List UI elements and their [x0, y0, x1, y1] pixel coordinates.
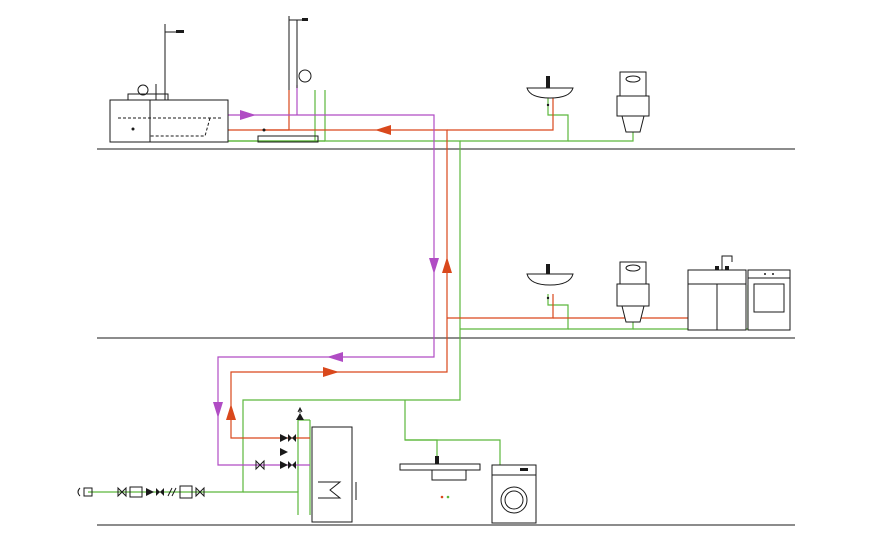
water-meter — [77, 485, 205, 499]
arrow-down-icon — [213, 402, 223, 418]
heater-valves — [255, 434, 296, 471]
valve-icon — [288, 461, 296, 469]
arrow-down-icon — [429, 258, 439, 274]
arrow-left-icon — [327, 352, 343, 362]
arrow-right-icon — [323, 367, 339, 377]
safety-valve-icon — [296, 406, 304, 420]
valve-icon — [280, 448, 288, 456]
water-heater-tank — [311, 426, 357, 523]
bathtub — [109, 93, 229, 143]
valve-icon — [156, 488, 164, 496]
valve-icon — [255, 459, 265, 471]
arrow-up-icon — [442, 257, 452, 273]
toilet — [616, 71, 650, 133]
kitchen-sink — [687, 255, 747, 331]
washbasin — [526, 76, 574, 107]
utility-sink — [399, 456, 481, 499]
arrow-left-icon — [375, 125, 391, 135]
valve-icon — [288, 434, 296, 442]
toilet — [616, 261, 650, 323]
dishwasher — [747, 269, 791, 331]
shower — [257, 16, 319, 143]
valve-icon — [195, 486, 205, 498]
arrow-right-icon — [240, 110, 256, 120]
check-valve-icon — [146, 488, 154, 496]
arrow-up-icon — [226, 404, 236, 420]
check-valve-icon — [280, 434, 288, 442]
washing-machine — [491, 464, 537, 524]
bath-shower-column — [137, 24, 184, 100]
filter-icon — [129, 486, 143, 498]
washbasin — [526, 264, 574, 300]
hot-return-pipes — [130, 85, 435, 466]
check-valve-icon — [280, 461, 288, 469]
valve-icon — [117, 486, 127, 498]
flow-arrows — [176, 110, 452, 420]
